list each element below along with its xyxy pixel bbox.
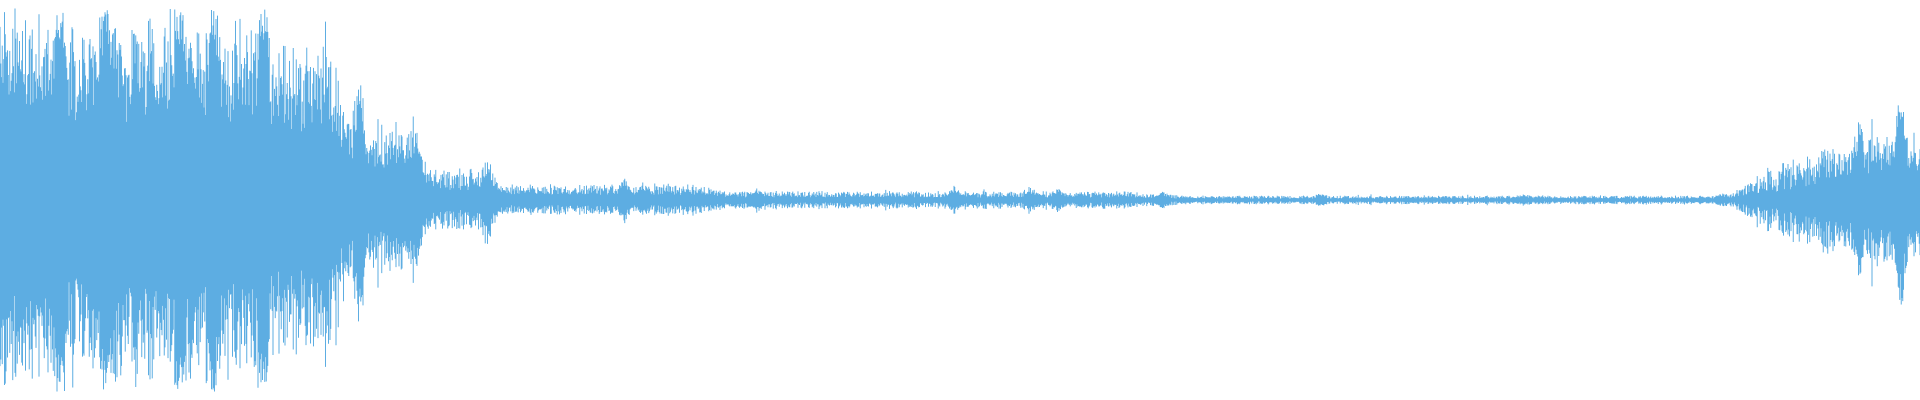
- waveform-trace: [0, 8, 1920, 392]
